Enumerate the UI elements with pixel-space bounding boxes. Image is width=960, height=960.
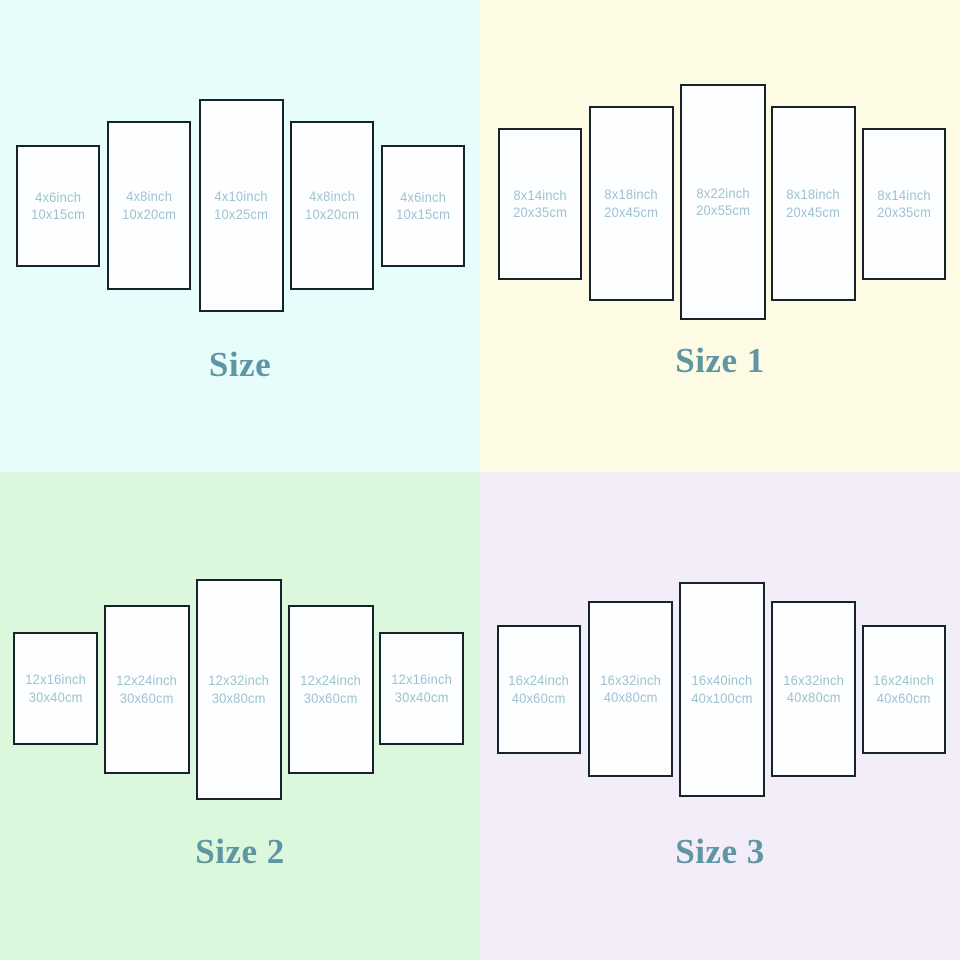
panel-size-inch: 4x8inch [308,189,356,205]
panel-size-cm: 20x35cm [513,205,567,220]
panel-size-text: 4x10inch 10x25cm [215,188,269,223]
canvas-panel: 4x10inch 10x25cm [199,99,284,312]
canvas-panel: 16x40inch 40x100cm [679,582,765,797]
panel-size-text: 8x22inch 20x55cm [696,185,750,220]
canvas-panel: 16x32inch 40x80cm [771,601,856,777]
panel-size-cm: 30x80cm [212,690,266,706]
panel-size-inch: 4x6inch [399,189,447,205]
panel-size-inch: 16x24inch [508,673,570,689]
panel-size-inch: 12x32inch [208,673,270,689]
panel-size-inch: 4x10inch [214,189,269,205]
panel-size-inch: 8x14inch [513,187,567,203]
panel-size-inch: 16x32inch [600,672,661,688]
canvas-panel: 8x14inch 20x35cm [862,128,946,280]
canvas-panel: 8x22inch 20x55cm [680,84,766,320]
size-set-label: Size 1 [675,341,765,380]
panel-size-cm: 10x20cm [122,206,176,222]
panel-size-text: 4x6inch 10x15cm [31,189,85,224]
panel-size-inch: 12x24inch [116,673,178,689]
canvas-panel: 12x16inch 30x40cm [13,632,98,745]
panel-size-inch: 12x16inch [25,672,86,688]
panel-size-text: 4x8inch 10x20cm [122,188,176,223]
canvas-panel: 16x24inch 40x60cm [862,625,946,754]
canvas-panel: 12x16inch 30x40cm [379,632,464,745]
panel-size-text: 8x14inch 20x35cm [877,187,931,222]
panel-size-text: 12x24inch 30x60cm [117,672,178,707]
panel-size-cm: 30x60cm [120,690,174,706]
panel-size-cm: 40x60cm [512,690,566,706]
canvas-panel: 16x24inch 40x60cm [497,625,581,754]
panel-size-inch: 8x22inch [696,185,750,201]
panel-size-cm: 20x55cm [696,203,750,218]
panel-size-text: 12x32inch 30x80cm [209,672,270,707]
panel-size-text: 8x18inch 20x45cm [787,186,841,221]
panel-size-inch: 16x40inch [691,673,753,689]
canvas-panel: 12x24inch 30x60cm [104,605,190,774]
canvas-panel: 4x6inch 10x15cm [381,145,465,267]
panel-size-text: 4x6inch 10x15cm [396,189,450,224]
size-set-label: Size 2 [195,832,285,871]
panel-size-inch: 16x32inch [783,672,844,688]
panel-size-inch: 4x8inch [125,189,173,205]
panel-size-text: 16x40inch 40x100cm [691,672,752,707]
panel-size-text: 8x18inch 20x45cm [605,186,659,221]
panel-size-text: 12x16inch 30x40cm [25,671,86,706]
canvas-panel: 12x24inch 30x60cm [288,605,374,774]
panel-size-cm: 40x80cm [603,690,658,705]
panel-size-cm: 10x15cm [396,207,450,222]
panel-size-inch: 12x16inch [391,672,452,688]
panel-group: 4x6inch 10x15cm 4x8inch 10x20cm 4x10inch… [0,0,480,472]
panel-size-cm: 10x20cm [305,206,359,222]
panel-size-cm: 40x80cm [786,690,841,705]
size-set-panel-size: 4x6inch 10x15cm 4x8inch 10x20cm 4x10inch… [0,0,480,472]
panel-size-inch: 8x18inch [786,187,841,203]
panel-size-cm: 20x45cm [604,204,659,220]
panel-size-text: 16x32inch 40x80cm [783,672,844,707]
panel-size-text: 16x24inch 40x60cm [874,672,935,707]
panel-size-text: 12x24inch 30x60cm [301,672,362,707]
panel-size-inch: 4x6inch [34,189,82,205]
panel-size-cm: 10x25cm [214,206,269,222]
canvas-panel: 4x6inch 10x15cm [16,145,100,267]
panel-size-cm: 40x60cm [877,690,931,706]
size-set-label: Size 3 [675,832,765,871]
size-set-label: Size [208,345,272,384]
panel-size-inch: 12x24inch [300,673,362,689]
canvas-panel: 8x18inch 20x45cm [771,106,856,301]
canvas-panel: 8x14inch 20x35cm [498,128,582,280]
panel-size-text: 4x8inch 10x20cm [305,188,359,223]
panel-size-cm: 40x100cm [691,690,753,706]
panel-size-cm: 30x60cm [304,690,358,706]
panel-size-text: 8x14inch 20x35cm [513,187,567,222]
canvas-panel: 4x8inch 10x20cm [107,121,191,290]
panel-size-inch: 8x18inch [604,187,659,203]
canvas-panel: 4x8inch 10x20cm [290,121,374,290]
canvas-panel: 8x18inch 20x45cm [589,106,674,301]
size-set-panel-size-3: 16x24inch 40x60cm 16x32inch 40x80cm 16x4… [480,472,960,960]
size-set-panel-size-2: 12x16inch 30x40cm 12x24inch 30x60cm 12x3… [0,472,480,960]
panel-size-cm: 10x15cm [31,207,85,222]
size-set-panel-size-1: 8x14inch 20x35cm 8x18inch 20x45cm 8x22in… [480,0,960,472]
panel-size-cm: 20x45cm [786,204,841,220]
canvas-panel: 12x32inch 30x80cm [196,579,282,800]
canvas-panel: 16x32inch 40x80cm [588,601,673,777]
panel-group: 16x24inch 40x60cm 16x32inch 40x80cm 16x4… [480,472,960,960]
panel-size-cm: 30x40cm [394,689,449,705]
panel-size-inch: 8x14inch [877,187,931,203]
panel-size-text: 12x16inch 30x40cm [391,671,452,706]
panel-size-inch: 16x24inch [873,673,935,689]
panel-size-cm: 20x35cm [877,205,931,220]
panel-size-text: 16x24inch 40x60cm [509,672,570,707]
panel-size-cm: 30x40cm [28,689,83,705]
panel-group: 8x14inch 20x35cm 8x18inch 20x45cm 8x22in… [480,0,960,472]
panel-group: 12x16inch 30x40cm 12x24inch 30x60cm 12x3… [0,472,480,960]
panel-size-text: 16x32inch 40x80cm [600,672,661,707]
